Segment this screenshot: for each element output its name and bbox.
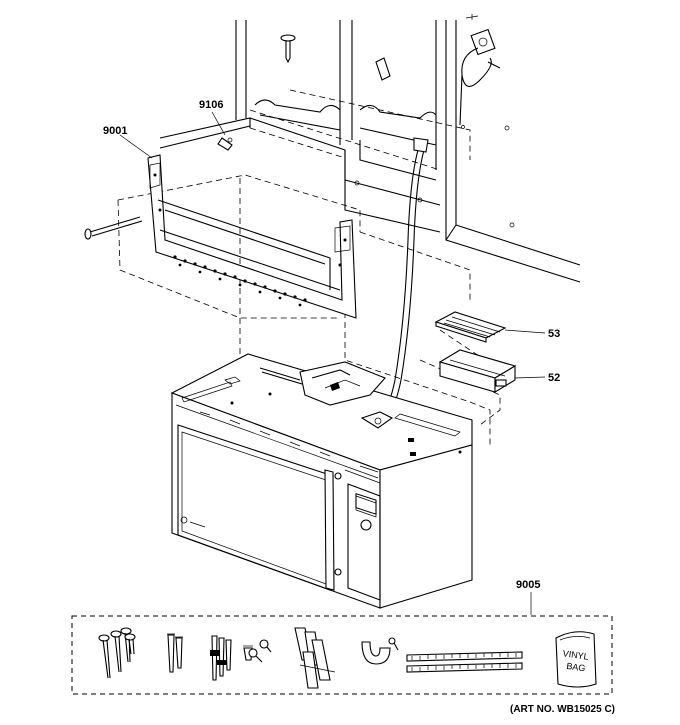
toggle-bolts (210, 635, 253, 681)
wing-toggles (294, 627, 336, 689)
callout-9001: 9001 (103, 125, 153, 159)
filler-strips (406, 651, 523, 673)
art-number: (ART NO. WB15025 C) (510, 704, 615, 715)
callout-9106: 9106 (199, 99, 226, 136)
vinyl-bag: VINYL BAG (555, 631, 597, 688)
callout-label-52: 52 (548, 372, 560, 384)
mounting-plate (147, 154, 357, 319)
hardware-kit-box (71, 615, 613, 695)
side-screw (84, 216, 143, 240)
callout-52: 52 (514, 372, 560, 384)
callout-9005: 9005 (516, 579, 540, 615)
callout-label-9005: 9005 (516, 579, 540, 591)
callout-53: 53 (504, 328, 560, 340)
projection-lines (117, 89, 501, 445)
callout-label-53: 53 (548, 328, 560, 340)
wall-cabinet (159, 20, 581, 283)
hardware-kit-items: VINYL BAG (98, 627, 597, 689)
callout-label-9106: 9106 (199, 99, 223, 111)
vinyl-bag-label-line1: VINYL (562, 648, 589, 662)
wall-anchors (167, 633, 183, 673)
cable-clamp (361, 637, 399, 665)
top-screw (280, 34, 296, 64)
small-screws (248, 639, 272, 663)
part-52-damper (438, 349, 517, 393)
wall-outlet (459, 14, 501, 126)
wood-screws (98, 627, 136, 679)
microwave (170, 353, 473, 609)
toggle-bolt (217, 137, 233, 151)
power-cord (379, 137, 429, 423)
callout-label-9001: 9001 (103, 125, 127, 137)
part-53-filter (434, 311, 507, 343)
plate-holes (153, 173, 347, 307)
vinyl-bag-label-line2: BAG (566, 661, 586, 674)
